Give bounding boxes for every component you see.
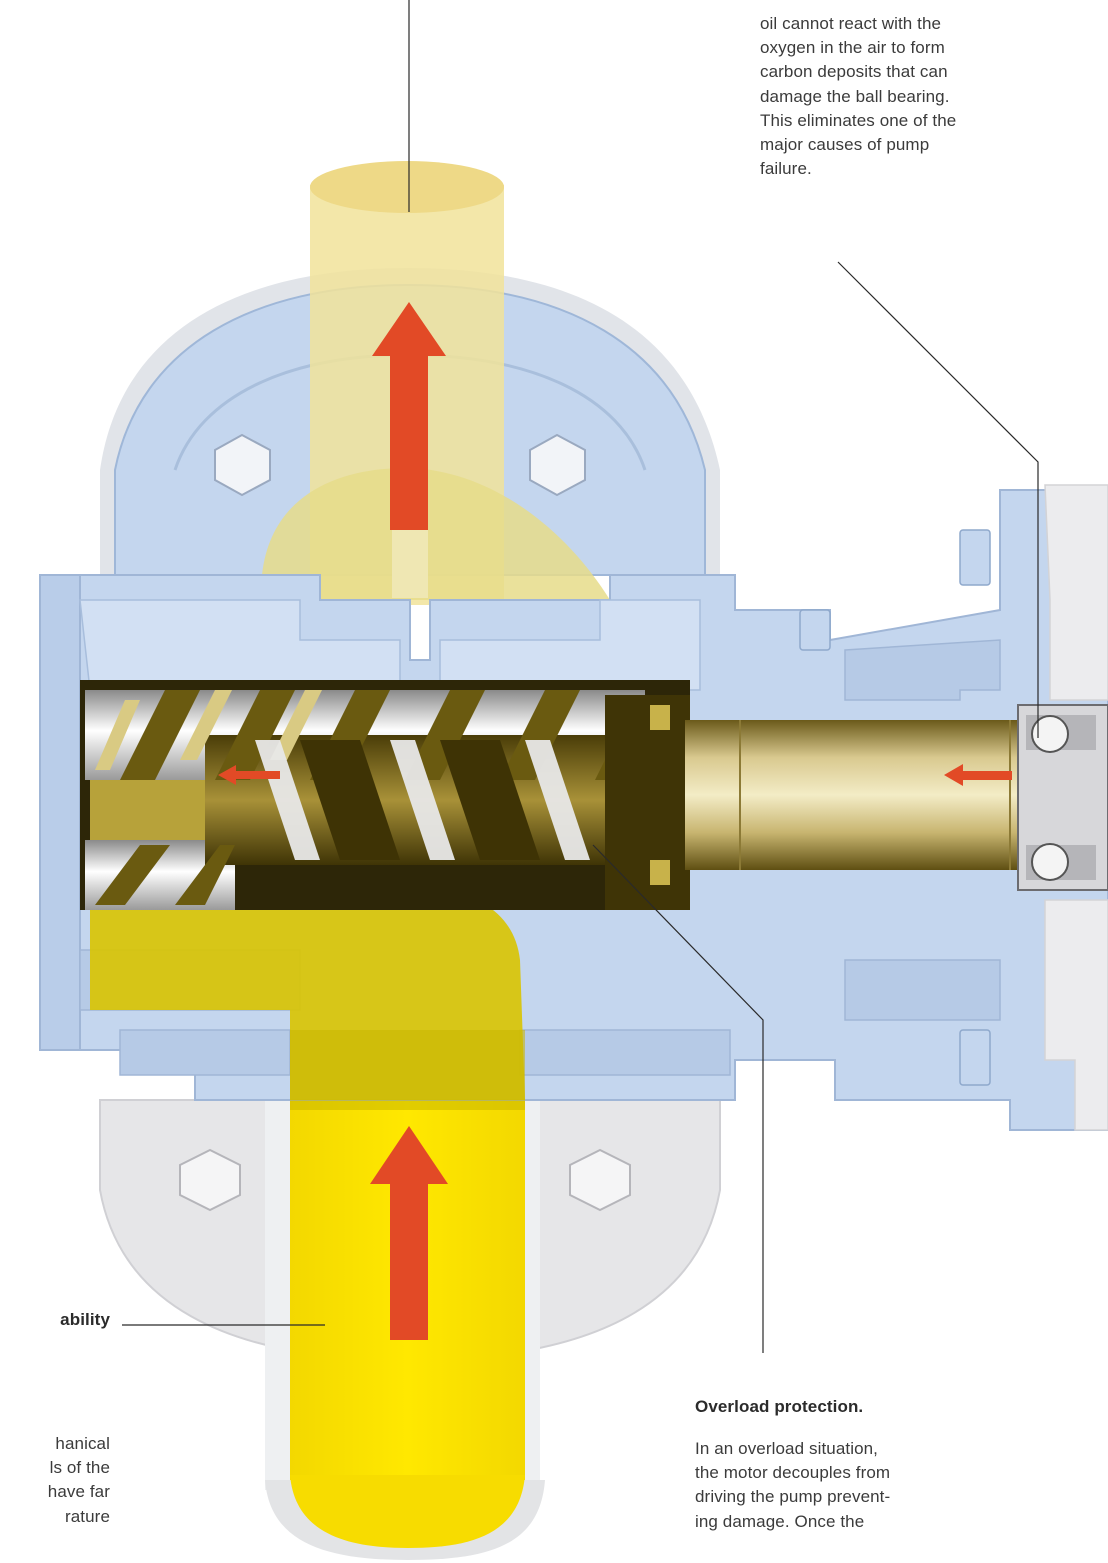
left-body-line: have far bbox=[42, 1482, 110, 1502]
left-body-line: ls of the bbox=[49, 1458, 110, 1478]
flow-arrow-left-rotor bbox=[218, 765, 280, 785]
flow-arrow-up-suction bbox=[370, 1126, 448, 1340]
flow-arrow-up-discharge bbox=[372, 302, 446, 530]
discharge-pipe bbox=[262, 161, 610, 605]
bearing-annotation-line: failure. bbox=[760, 159, 812, 179]
left-body-line: hanical bbox=[55, 1434, 110, 1453]
suction-elbow-shade bbox=[290, 1030, 525, 1110]
bearing-annotation-line: damage the ball bearing. bbox=[760, 86, 950, 106]
bearing-annotation-line: carbon deposits that can bbox=[760, 62, 948, 82]
ball-bearing bbox=[1017, 704, 1108, 891]
overload-body-line: the motor decouples from bbox=[695, 1463, 891, 1483]
discharge-channel bbox=[392, 528, 428, 598]
bearing-annotation-line: This eliminates one of the bbox=[760, 110, 957, 130]
left-body-line: rature bbox=[64, 1506, 110, 1526]
overload-protection-body: In an overload situation, the motor deco… bbox=[695, 1437, 890, 1534]
bearing-annotation-line: oxygen in the air to form bbox=[760, 38, 945, 58]
overload-body-line: driving the pump prevent- bbox=[695, 1487, 891, 1507]
bearing-annotation: oil cannot react with the oxygen in the … bbox=[760, 12, 956, 181]
left-annotation-body: hanical ls of the have far rature bbox=[0, 1432, 110, 1529]
hex-bolt-bottom-right bbox=[569, 1148, 631, 1212]
overload-body-line: ing damage. Once the bbox=[695, 1511, 865, 1531]
hex-bolt-top-right bbox=[529, 433, 586, 497]
bearing-annotation-line: major causes of pump bbox=[760, 135, 930, 155]
hex-bolt-bottom-left bbox=[179, 1148, 241, 1212]
flow-arrow-left-shaft bbox=[944, 764, 1012, 786]
bearing-annotation-line: oil cannot react with the bbox=[760, 14, 942, 33]
screw-rotor-set bbox=[80, 680, 690, 910]
left-annotation-heading: ability bbox=[0, 1308, 110, 1332]
overload-body-line: In an overload situation, bbox=[695, 1439, 879, 1458]
leader-line-overload bbox=[592, 844, 764, 1353]
hex-bolt-top-left bbox=[214, 433, 271, 497]
left-annotation-title: ability bbox=[60, 1310, 110, 1329]
overload-protection-title: Overload protection. bbox=[695, 1397, 864, 1416]
leader-line-bearing bbox=[837, 261, 1039, 738]
overload-protection-heading: Overload protection. bbox=[695, 1395, 863, 1419]
leader-lines bbox=[122, 0, 1039, 1353]
